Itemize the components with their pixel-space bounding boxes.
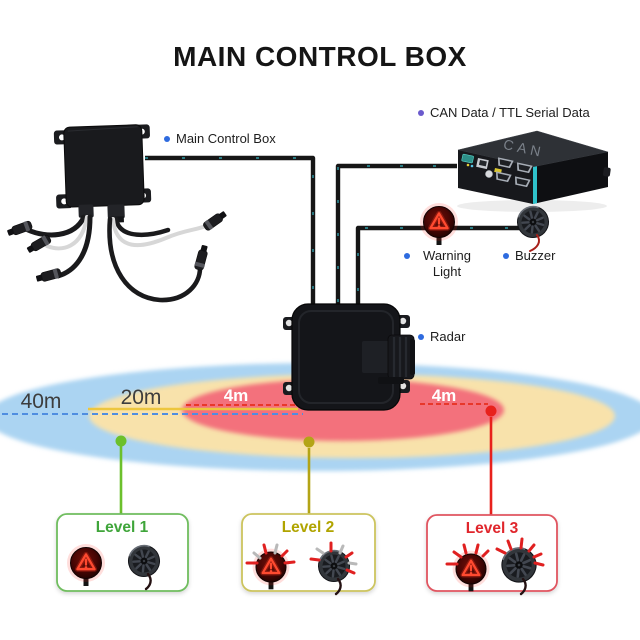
range-label-40m: 40m — [21, 390, 62, 413]
callout-can-data: CAN Data / TTL Serial Data — [417, 105, 590, 120]
level3-flash-marks — [445, 537, 545, 567]
page-title: MAIN CONTROL BOX — [173, 41, 467, 72]
main-control-box-device — [5, 124, 229, 303]
warning-light-label: Warning Light — [423, 248, 471, 280]
level2-title: Level 2 — [282, 519, 335, 536]
radar-label: Radar — [430, 329, 466, 344]
detection-range-rings — [0, 363, 640, 471]
bullet-icon — [418, 334, 424, 340]
distance-lines — [2, 403, 488, 415]
cable-connector — [25, 233, 53, 256]
buzzer-label: Buzzer — [515, 248, 556, 263]
level1-title: Level 1 — [96, 519, 149, 536]
level1-buzzer-icon — [124, 541, 164, 591]
range-label-4m-left: 4m — [224, 386, 249, 405]
bullet-icon — [164, 136, 170, 142]
cable-connector — [193, 243, 211, 272]
level2-buzzer-icon — [314, 546, 354, 596]
wire-radar-to-warning-buzzer — [355, 225, 534, 306]
range-label-20m: 20m — [121, 386, 162, 409]
level2-pin-head — [303, 436, 315, 448]
level3-buzzer-icon — [497, 543, 541, 596]
level3-title: Level 3 — [466, 520, 519, 537]
bullet-icon — [418, 110, 424, 116]
cable-connector — [34, 267, 63, 285]
wire-glint — [145, 157, 314, 306]
callout-buzzer: Buzzer — [502, 248, 555, 263]
cable-connector — [5, 219, 34, 239]
bullet-icon — [404, 253, 410, 259]
buzzer-device — [513, 202, 553, 252]
cable-connector — [201, 208, 229, 233]
radar-device — [283, 303, 415, 411]
callout-warning-light: Warning Light — [403, 248, 478, 281]
range-label-4m-right: 4m — [432, 386, 457, 405]
level1-pin-head — [115, 435, 127, 447]
wire-mainbox-to-radar — [145, 155, 316, 306]
can-box-ports — [461, 153, 533, 188]
bullet-icon — [503, 253, 509, 259]
pigtail-cables — [25, 214, 208, 303]
can-box-device: CAN — [457, 130, 611, 212]
level2-flash-marks — [245, 541, 358, 575]
callout-main-control-box: Main Control Box — [163, 131, 276, 146]
wire-canbox-to-radar — [335, 163, 457, 306]
warning-light-device — [420, 203, 458, 245]
level3-pin-head — [485, 405, 497, 417]
callout-radar: Radar — [417, 329, 465, 344]
alert-level-boxes: Level 1 Level 2 Level — [56, 513, 558, 596]
level-pins — [115, 405, 497, 518]
main-control-box-label: Main Control Box — [176, 131, 276, 146]
can-data-label: CAN Data / TTL Serial Data — [430, 105, 590, 120]
wiring — [145, 155, 534, 306]
